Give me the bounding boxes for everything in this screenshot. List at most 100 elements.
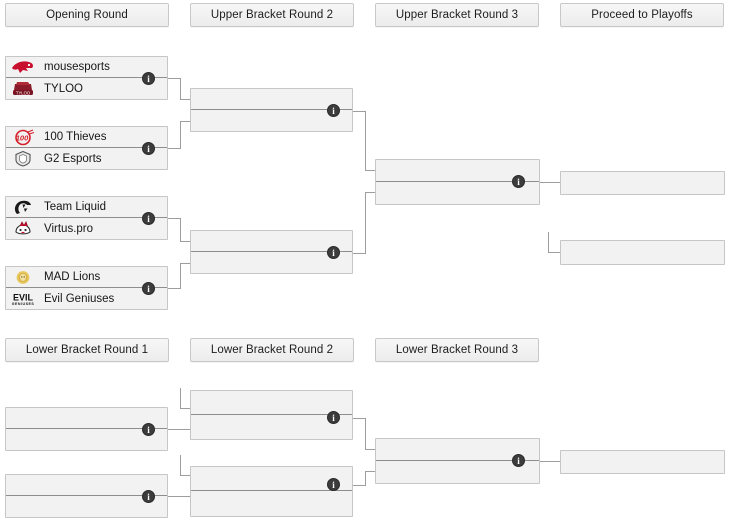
connector: [180, 388, 181, 408]
match-row[interactable]: mousesports: [6, 57, 167, 78]
round-header-proceed-to-playoffs[interactable]: Proceed to Playoffs: [560, 3, 724, 27]
team-cell: 100 100 Thieves: [6, 127, 145, 147]
match-row[interactable]: [6, 496, 167, 517]
round-header-upper-bracket-round-2[interactable]: Upper Bracket Round 2: [190, 3, 354, 27]
match-lb-r1-match-1[interactable]: [5, 407, 168, 451]
match-row[interactable]: MAD Lions: [6, 267, 167, 288]
connector: [168, 496, 190, 497]
info-icon[interactable]: i: [142, 423, 155, 436]
team-cell: [6, 475, 145, 495]
connector: [180, 218, 181, 242]
team-cell: G2 Esports: [6, 148, 145, 169]
connector: [168, 148, 180, 149]
info-icon[interactable]: i: [327, 246, 340, 259]
match-row[interactable]: [191, 231, 352, 252]
match-lb-r2-match-1[interactable]: [190, 390, 353, 440]
round-header-upper-bracket-round-3[interactable]: Upper Bracket Round 3: [375, 3, 539, 27]
match-row[interactable]: Team Liquid: [6, 197, 167, 218]
match-row[interactable]: [191, 110, 352, 131]
connector: [548, 252, 560, 253]
team-cell: Team Liquid: [6, 197, 145, 217]
team-cell: [191, 231, 330, 251]
match-row[interactable]: 100 100 Thieves: [6, 127, 167, 148]
team-cell: [191, 491, 330, 516]
match-row[interactable]: EVIL GENIUSES Evil Geniuses: [6, 288, 167, 309]
team-cell: [191, 415, 330, 439]
match-row[interactable]: G2 Esports: [6, 148, 167, 169]
match-row[interactable]: [191, 467, 352, 491]
match-row[interactable]: [6, 475, 167, 496]
info-icon[interactable]: i: [142, 282, 155, 295]
match-row[interactable]: TYLOO TYLOO: [6, 78, 167, 99]
match-lb-r2-match-2[interactable]: [190, 466, 353, 517]
team-cell: TYLOO TYLOO: [6, 78, 145, 99]
match-lb-r1-match-2[interactable]: [5, 474, 168, 518]
info-icon[interactable]: i: [142, 490, 155, 503]
match-row[interactable]: [376, 182, 539, 204]
match-row[interactable]: [376, 461, 539, 483]
info-icon[interactable]: i: [327, 104, 340, 117]
playoff-slot-2[interactable]: [560, 240, 725, 265]
connector: [365, 170, 375, 171]
match-ub-r1-match-2[interactable]: 100 100 Thieves G2 Esports: [5, 126, 168, 170]
connector: [365, 471, 366, 486]
svg-text:100: 100: [16, 133, 29, 142]
connector: [365, 111, 366, 171]
match-row[interactable]: [191, 391, 352, 415]
match-row[interactable]: [376, 160, 539, 182]
playoff-slot-1[interactable]: [560, 171, 725, 195]
team-cell: [376, 160, 516, 181]
match-row[interactable]: [191, 491, 352, 516]
team-cell: EVIL GENIUSES Evil Geniuses: [6, 288, 145, 309]
match-lb-r3-match-1[interactable]: [375, 438, 540, 484]
match-ub-r2-match-2[interactable]: [190, 230, 353, 274]
team-cell: [6, 429, 145, 450]
match-row[interactable]: [376, 439, 539, 461]
team-name: mousesports: [44, 61, 110, 73]
match-ub-r1-match-1[interactable]: mousesports TYLOO TYLOO: [5, 56, 168, 100]
round-header-opening-round[interactable]: Opening Round: [5, 3, 169, 27]
connector: [180, 263, 190, 264]
info-icon[interactable]: i: [142, 212, 155, 225]
info-icon[interactable]: i: [142, 72, 155, 85]
match-row[interactable]: Virtus.pro: [6, 218, 167, 239]
round-header-lower-bracket-round-2[interactable]: Lower Bracket Round 2: [190, 338, 354, 362]
lb-qualified-slot-1[interactable]: [560, 450, 725, 474]
info-icon[interactable]: i: [512, 454, 525, 467]
team-cell: [191, 467, 330, 490]
svg-text:GENIUSES: GENIUSES: [12, 302, 35, 306]
match-ub-r2-match-1[interactable]: [190, 88, 353, 132]
team-name: Evil Geniuses: [44, 292, 115, 305]
team-cell: [376, 182, 516, 204]
match-row[interactable]: [6, 429, 167, 450]
info-icon[interactable]: i: [142, 142, 155, 155]
match-row[interactable]: [191, 252, 352, 273]
100-thieves-logo: 100: [10, 128, 36, 147]
team-name: G2 Esports: [44, 152, 102, 165]
match-ub-r3-match-1[interactable]: [375, 159, 540, 205]
team-score: [331, 491, 358, 516]
match-ub-r1-match-4[interactable]: MAD Lions EVIL GENIUSES Evil Geniuses: [5, 266, 168, 310]
connector: [180, 99, 190, 100]
round-header-lower-bracket-round-1[interactable]: Lower Bracket Round 1: [5, 338, 169, 362]
round-header-lower-bracket-round-3[interactable]: Lower Bracket Round 3: [375, 338, 539, 362]
tyloo-logo: TYLOO: [10, 79, 36, 98]
team-cell: [191, 110, 330, 131]
match-ub-r1-match-3[interactable]: Team Liquid Virtus.pro: [5, 196, 168, 240]
info-icon[interactable]: i: [327, 411, 340, 424]
connector: [180, 408, 190, 409]
team-cell: [191, 252, 330, 273]
match-row[interactable]: [6, 408, 167, 429]
info-icon[interactable]: i: [512, 175, 525, 188]
team-cell: mousesports: [6, 57, 145, 77]
info-icon[interactable]: i: [327, 478, 340, 491]
team-name: Virtus.pro: [44, 222, 94, 235]
team-cell: [191, 391, 330, 414]
connector: [365, 192, 366, 254]
virtus-pro-logo: [10, 219, 36, 238]
team-name: 100 Thieves: [44, 131, 107, 143]
g2-esports-logo: [10, 149, 36, 168]
connector: [540, 182, 560, 183]
match-row[interactable]: [191, 89, 352, 110]
match-row[interactable]: [191, 415, 352, 439]
